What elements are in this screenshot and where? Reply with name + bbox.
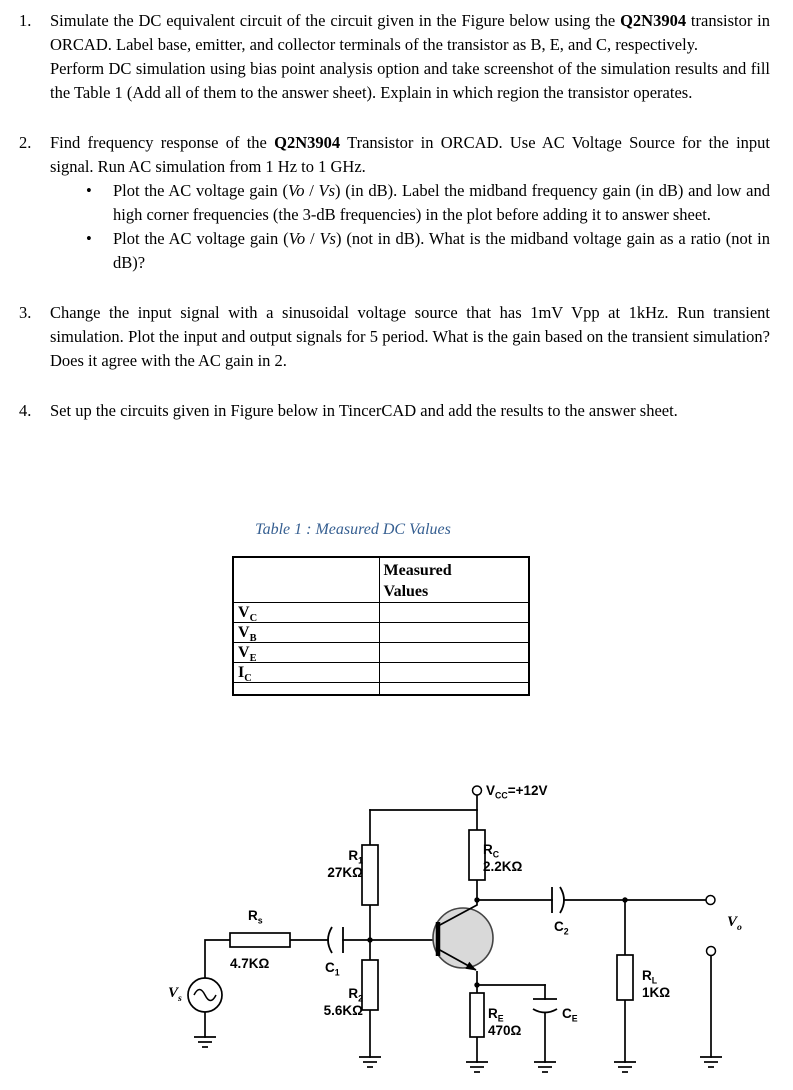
table-row-vb: VB — [232, 622, 530, 644]
table-pad-row — [232, 682, 530, 695]
table-value-vc — [378, 602, 530, 623]
table-label-ic: IC — [232, 662, 380, 684]
table-row-ve: VE — [232, 642, 530, 664]
resistor-rc — [468, 829, 486, 881]
ground-icon — [193, 1036, 217, 1048]
label-c2: C2 — [554, 919, 569, 937]
junction-dots — [367, 897, 628, 988]
ground-symbols — [193, 1036, 723, 1073]
wires — [204, 794, 712, 1063]
question-3-paragraph-1: Change the input signal with a sinusoida… — [50, 303, 770, 370]
question-2-bullet-2-text: Plot the AC voltage gain (Vo / Vs) (not … — [113, 229, 771, 272]
question-2-number: 2. — [19, 133, 32, 152]
output-terminal-top — [705, 894, 716, 906]
table-caption: Table 1 : Measured DC Values — [255, 521, 451, 538]
label-vo: Vo — [727, 914, 742, 933]
junction-base-node — [367, 937, 373, 943]
terminals — [471, 785, 717, 957]
question-1-body: Simulate the DC equivalent circuit of th… — [50, 9, 770, 105]
question-4-body: Set up the circuits given in Figure belo… — [50, 399, 770, 423]
bullet-icon: • — [86, 181, 92, 200]
resistor-r1 — [361, 844, 379, 906]
ground-icon — [358, 1056, 382, 1068]
label-vs: Vs — [168, 985, 182, 1004]
sine-wave-icon — [193, 988, 217, 1002]
bullet-icon: • — [86, 229, 92, 248]
question-2-paragraph-1: Find frequency response of the Q2N3904 T… — [50, 133, 770, 176]
question-2-bullet-1: • Plot the AC voltage gain (Vo / Vs) (in… — [50, 179, 770, 227]
capacitor-c2-curved-plate — [559, 886, 565, 914]
question-1: 1. Simulate the DC equivalent circuit of… — [0, 9, 793, 105]
label-ce: CE — [562, 1006, 578, 1024]
question-4: 4. Set up the circuits given in Figure b… — [0, 399, 793, 423]
question-3-number: 3. — [19, 303, 32, 322]
question-2: 2. Find frequency response of the Q2N390… — [0, 131, 793, 275]
vcc-terminal — [471, 785, 483, 796]
junction-rl-node — [622, 897, 628, 903]
transistor-body — [432, 907, 494, 969]
capacitor-ce-curved-plate — [532, 1008, 558, 1014]
wire-vcc-rail — [369, 794, 478, 811]
question-2-bullet-1-text: Plot the AC voltage gain (Vo / Vs) (in d… — [113, 181, 770, 224]
table-row-vc: VC — [232, 602, 530, 624]
question-2-bullet-2: • Plot the AC voltage gain (Vo / Vs) (no… — [50, 227, 770, 275]
label-vcc: VCC=+12V — [486, 783, 548, 801]
document: 1. Simulate the DC equivalent circuit of… — [0, 0, 793, 449]
resistors — [229, 829, 634, 1038]
wire-vs-to-rs — [204, 939, 231, 979]
table-pad-cell-1 — [232, 682, 380, 695]
question-1-paragraph-1: Simulate the DC equivalent circuit of th… — [50, 11, 770, 54]
label-rs: Rs — [248, 908, 263, 926]
question-3: 3. Change the input signal with a sinuso… — [0, 301, 793, 373]
junction-collector-node — [474, 897, 480, 903]
resistor-r2 — [361, 959, 379, 1011]
question-4-number: 4. — [19, 401, 32, 420]
question-2-body: Find frequency response of the Q2N3904 T… — [50, 131, 770, 275]
question-3-body: Change the input signal with a sinusoida… — [50, 301, 770, 373]
vs-source — [187, 977, 223, 1013]
ground-icon — [613, 1061, 637, 1073]
table-value-ic — [378, 662, 530, 683]
capacitors — [327, 886, 565, 1014]
question-list: 1. Simulate the DC equivalent circuit of… — [0, 0, 793, 423]
table-value-ve — [378, 642, 530, 663]
resistor-rs — [229, 932, 291, 948]
table-header-empty-cell — [232, 556, 380, 603]
ground-icon — [465, 1061, 489, 1073]
question-1-paragraph-2: Perform DC simulation using bias point a… — [50, 59, 770, 102]
table-label-vb: VB — [232, 622, 380, 644]
table-label-vc: VC — [232, 602, 380, 624]
table-value-vb — [378, 622, 530, 643]
transistor-q2n3904 — [432, 900, 494, 985]
label-rs-value: 4.7KΩ — [230, 956, 270, 971]
circuit-schematic — [187, 785, 723, 1073]
question-4-paragraph-1: Set up the circuits given in Figure belo… — [50, 401, 678, 420]
resistor-rl — [616, 954, 634, 1001]
capacitor-c1-curved-plate — [327, 926, 333, 954]
table-row-ic: IC — [232, 662, 530, 684]
output-terminal-bottom — [705, 945, 717, 957]
question-1-number: 1. — [19, 11, 32, 30]
junction-emitter-node — [474, 982, 480, 988]
label-c1: C1 — [325, 960, 340, 978]
emitter-arrow-icon — [465, 961, 477, 971]
table-pad-cell-2 — [378, 682, 530, 695]
ground-icon — [699, 1056, 723, 1068]
ground-icon — [533, 1061, 557, 1073]
table-label-ve: VE — [232, 642, 380, 664]
resistor-re — [469, 992, 485, 1038]
